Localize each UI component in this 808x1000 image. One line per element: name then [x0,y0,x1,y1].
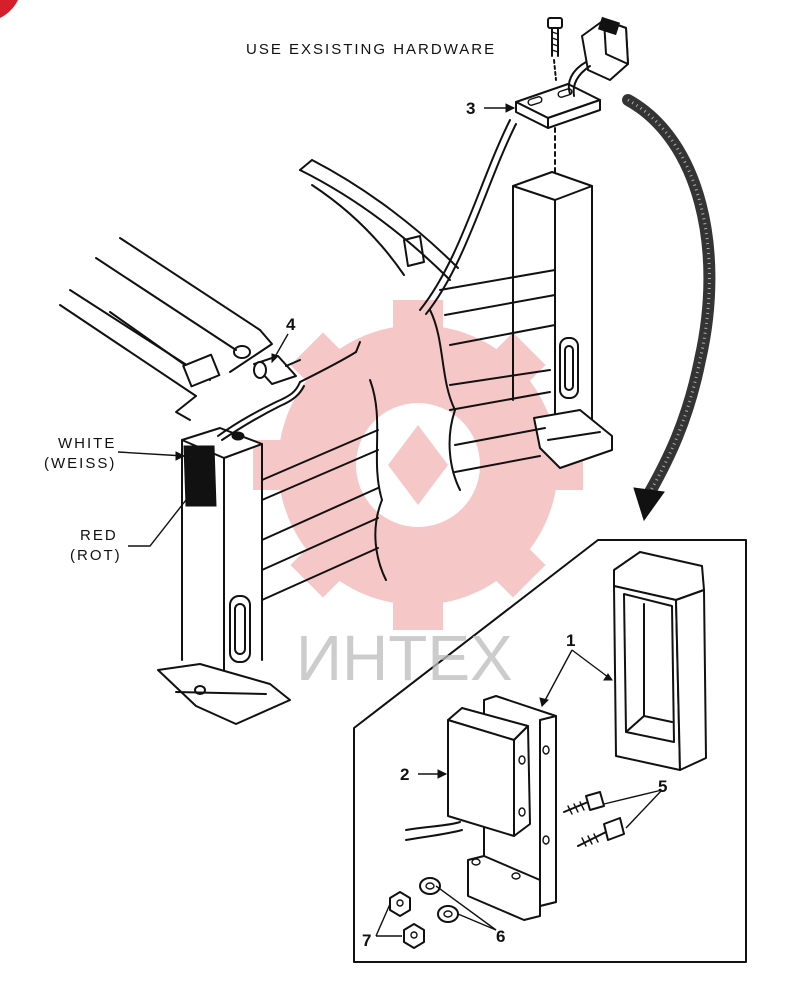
callout-1: 1 [566,631,575,650]
right-cross-rails [429,269,556,491]
left-light-housing [183,431,245,507]
corner-mark [0,0,18,18]
white-wire-label-de: (WEISS) [44,455,116,472]
red-wire-label: RED [80,527,118,544]
callout-leaders [117,103,663,937]
screw-lower [577,817,625,847]
hardware-caption: USE EXSISTING HARDWARE [246,41,496,58]
callout-5: 5 [658,777,667,796]
callout-2: 2 [400,765,409,784]
left-cross-rails [261,379,387,601]
right-spine [299,159,459,281]
part-7-nuts [389,891,425,949]
part-3-light-unit [567,16,629,97]
detail-pointer-arrow [622,94,716,522]
part-5-screws [563,791,625,847]
part-1-lens-cover [613,551,707,771]
watermark-text: ИНТЕХ [296,622,513,694]
watermark-gear-icon [253,300,583,630]
callout-4: 4 [286,315,296,334]
part-3-bracket [515,83,601,173]
detail-inset-frame [353,539,747,963]
white-wire-label: WHITE [58,435,116,452]
right-stake [512,171,613,469]
part-2-light-body [405,707,531,841]
left-rail [59,237,273,421]
red-wire-label-de: (ROT) [70,547,122,564]
part-6-washers [419,877,459,923]
callout-6: 6 [496,927,505,946]
wiring-harness [217,119,517,441]
callout-3: 3 [466,99,475,118]
screw-upper [563,791,605,815]
existing-bolt-icon [547,17,563,81]
callout-7: 7 [362,931,371,950]
left-stake [157,427,291,725]
